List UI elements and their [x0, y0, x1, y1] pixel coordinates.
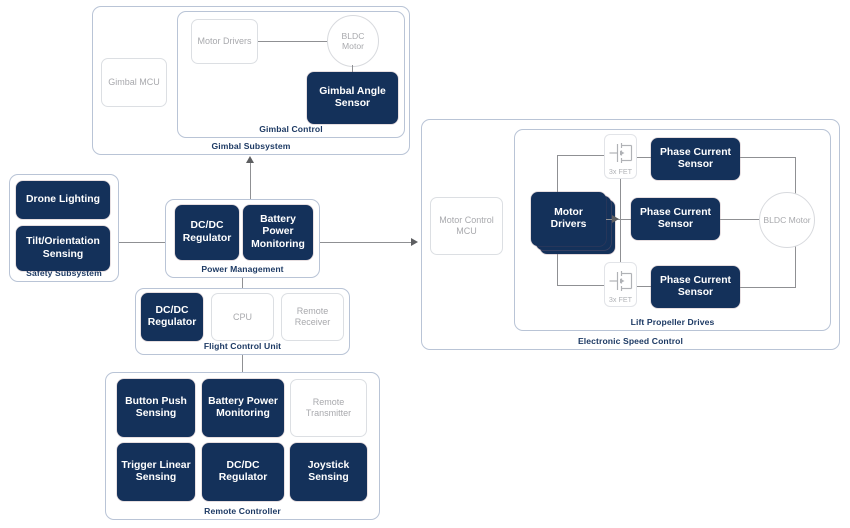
- block-tilt-orientation-sensing[interactable]: Tilt/Orientation Sensing: [16, 226, 110, 271]
- joystick-line1: Joystick: [307, 459, 350, 471]
- group-label-power-management: Power Management: [201, 264, 284, 274]
- connector-fcu-to-remote: [242, 355, 244, 372]
- connector-drivers-bus-bottom: [557, 285, 609, 287]
- group-label-flight-control-unit: Flight Control Unit: [203, 341, 282, 351]
- gimbal-angle-sensor-line1: Gimbal Angle: [319, 85, 386, 97]
- bldc-motor-line2: Motor: [342, 41, 364, 51]
- tilt-sensing-line2: Sensing: [42, 248, 84, 260]
- group-label-remote-controller: Remote Controller: [204, 506, 281, 516]
- button-push-line2: Sensing: [135, 408, 177, 419]
- phase-sensor-bottom-line2: Sensor: [677, 287, 714, 298]
- block-gimbal-motor-drivers[interactable]: Motor Drivers: [191, 19, 258, 64]
- bldc-motor-line1: BLDC: [341, 30, 365, 41]
- block-fet-bottom[interactable]: 3x FET: [604, 262, 637, 307]
- connector-fet-bottom-to-sensor: [637, 286, 653, 288]
- block-phase-current-sensor-mid[interactable]: Phase Current Sensor: [631, 198, 720, 240]
- motor-drivers-line2: Drivers: [550, 219, 587, 230]
- block-gimbal-bldc-motor[interactable]: BLDC Motor: [327, 15, 379, 67]
- phase-sensor-top-line2: Sensor: [677, 159, 714, 170]
- connector-fet-top-to-sensor: [637, 157, 653, 159]
- block-gimbal-mcu[interactable]: Gimbal MCU: [101, 58, 167, 107]
- connector-safety-to-power: [119, 242, 165, 244]
- connector-mid-sensor-to-motor: [720, 219, 762, 221]
- trigger-linear-line2: Sensing: [135, 472, 177, 483]
- phase-sensor-top-line1: Phase Current: [659, 146, 732, 158]
- motor-control-mcu-line1: Motor Control: [439, 215, 494, 226]
- block-remote-battery-monitoring[interactable]: Battery Power Monitoring: [202, 379, 284, 437]
- connector-power-to-esc: [320, 242, 413, 244]
- fet-top-label: 3x FET: [608, 166, 633, 176]
- group-label-gimbal-subsystem: Gimbal Subsystem: [211, 141, 291, 151]
- remote-battery-line2: Monitoring: [216, 408, 270, 419]
- block-power-battery-monitoring[interactable]: Battery Power Monitoring: [243, 205, 313, 260]
- phase-sensor-mid-line2: Sensor: [657, 219, 694, 230]
- block-joystick-sensing[interactable]: Joystick Sensing: [290, 443, 367, 501]
- connector-top-sensor-to-bus: [740, 157, 796, 159]
- fet-bottom-label: 3x FET: [608, 294, 633, 304]
- power-battery-line1: Battery Power: [260, 214, 296, 238]
- tilt-sensing-line1: Tilt/Orientation: [26, 236, 100, 248]
- connector-bldc-to-angle-sensor: [352, 65, 354, 75]
- block-fet-top[interactable]: 3x FET: [604, 134, 637, 179]
- block-motor-control-mcu[interactable]: Motor Control MCU: [430, 197, 503, 255]
- group-label-electronic-speed-control: Electronic Speed Control: [577, 336, 684, 346]
- block-power-dcdc-regulator[interactable]: DC/DC Regulator: [175, 205, 239, 260]
- phase-sensor-mid-line1: Phase Current: [639, 206, 712, 218]
- block-fcu-remote-receiver[interactable]: Remote Receiver: [281, 293, 344, 341]
- remote-dcdc-line1: DC/DC: [226, 459, 260, 471]
- block-remote-dcdc-regulator[interactable]: DC/DC Regulator: [202, 443, 284, 501]
- block-drone-lighting[interactable]: Drone Lighting: [16, 181, 110, 219]
- fcu-remote-receiver-line2: Receiver: [294, 317, 331, 327]
- power-dcdc-line1: DC/DC: [190, 220, 224, 232]
- arrow-power-to-gimbal: [246, 156, 254, 163]
- block-phase-current-sensor-top[interactable]: Phase Current Sensor: [651, 138, 740, 180]
- trigger-linear-line1: Trigger Linear: [121, 459, 191, 471]
- remote-dcdc-line2: Regulator: [218, 472, 268, 483]
- group-label-safety-subsystem: Safety Subsystem: [26, 268, 102, 278]
- connector-power-to-fcu: [242, 278, 244, 288]
- mosfet-icon: [609, 143, 632, 163]
- block-esc-bldc-motor[interactable]: BLDC Motor: [759, 192, 815, 248]
- connector-gimbaldrivers-to-bldc: [258, 41, 328, 43]
- block-fcu-dcdc-regulator[interactable]: DC/DC Regulator: [141, 293, 203, 341]
- motor-control-mcu-line2: MCU: [456, 226, 477, 236]
- block-fcu-cpu[interactable]: CPU: [211, 293, 274, 341]
- remote-transmitter-line2: Transmitter: [305, 408, 352, 418]
- arrow-drivers-to-mid-sensor: [612, 215, 619, 223]
- block-button-push-sensing[interactable]: Button Push Sensing: [117, 379, 195, 437]
- block-trigger-linear-sensing[interactable]: Trigger Linear Sensing: [117, 443, 195, 501]
- power-dcdc-line2: Regulator: [182, 232, 232, 244]
- button-push-line1: Button Push: [125, 395, 187, 407]
- mosfet-icon: [609, 271, 632, 291]
- gimbal-angle-sensor-line2: Sensor: [334, 98, 371, 109]
- drone-lighting-line1: Drone Lighting: [26, 193, 100, 205]
- block-gimbal-angle-sensor[interactable]: Gimbal Angle Sensor: [307, 72, 398, 124]
- group-label-lift-propeller-drives: Lift Propeller Drives: [630, 317, 715, 327]
- power-battery-line2: Monitoring: [251, 238, 305, 250]
- phase-sensor-bottom-line1: Phase Current: [659, 274, 732, 286]
- connector-bottom-sensor-to-bus: [740, 287, 796, 289]
- arrow-power-to-esc: [411, 238, 418, 246]
- joystick-line2: Sensing: [308, 472, 349, 483]
- block-motor-drivers[interactable]: Motor Drivers: [531, 192, 606, 246]
- motor-drivers-line1: Motor: [554, 206, 583, 218]
- remote-battery-line1: Battery Power: [208, 395, 278, 407]
- fcu-remote-receiver-line1: Remote: [296, 306, 329, 317]
- fcu-dcdc-line2: Regulator: [147, 317, 197, 328]
- remote-transmitter-line1: Remote: [312, 397, 345, 408]
- block-phase-current-sensor-bottom[interactable]: Phase Current Sensor: [651, 266, 740, 308]
- block-remote-transmitter[interactable]: Remote Transmitter: [290, 379, 367, 437]
- connector-power-to-gimbal: [250, 163, 252, 208]
- group-label-gimbal-control: Gimbal Control: [259, 124, 323, 134]
- connector-drivers-bus-top: [557, 155, 609, 157]
- connector-fet-spine: [620, 136, 622, 288]
- fcu-dcdc-line1: DC/DC: [155, 304, 189, 316]
